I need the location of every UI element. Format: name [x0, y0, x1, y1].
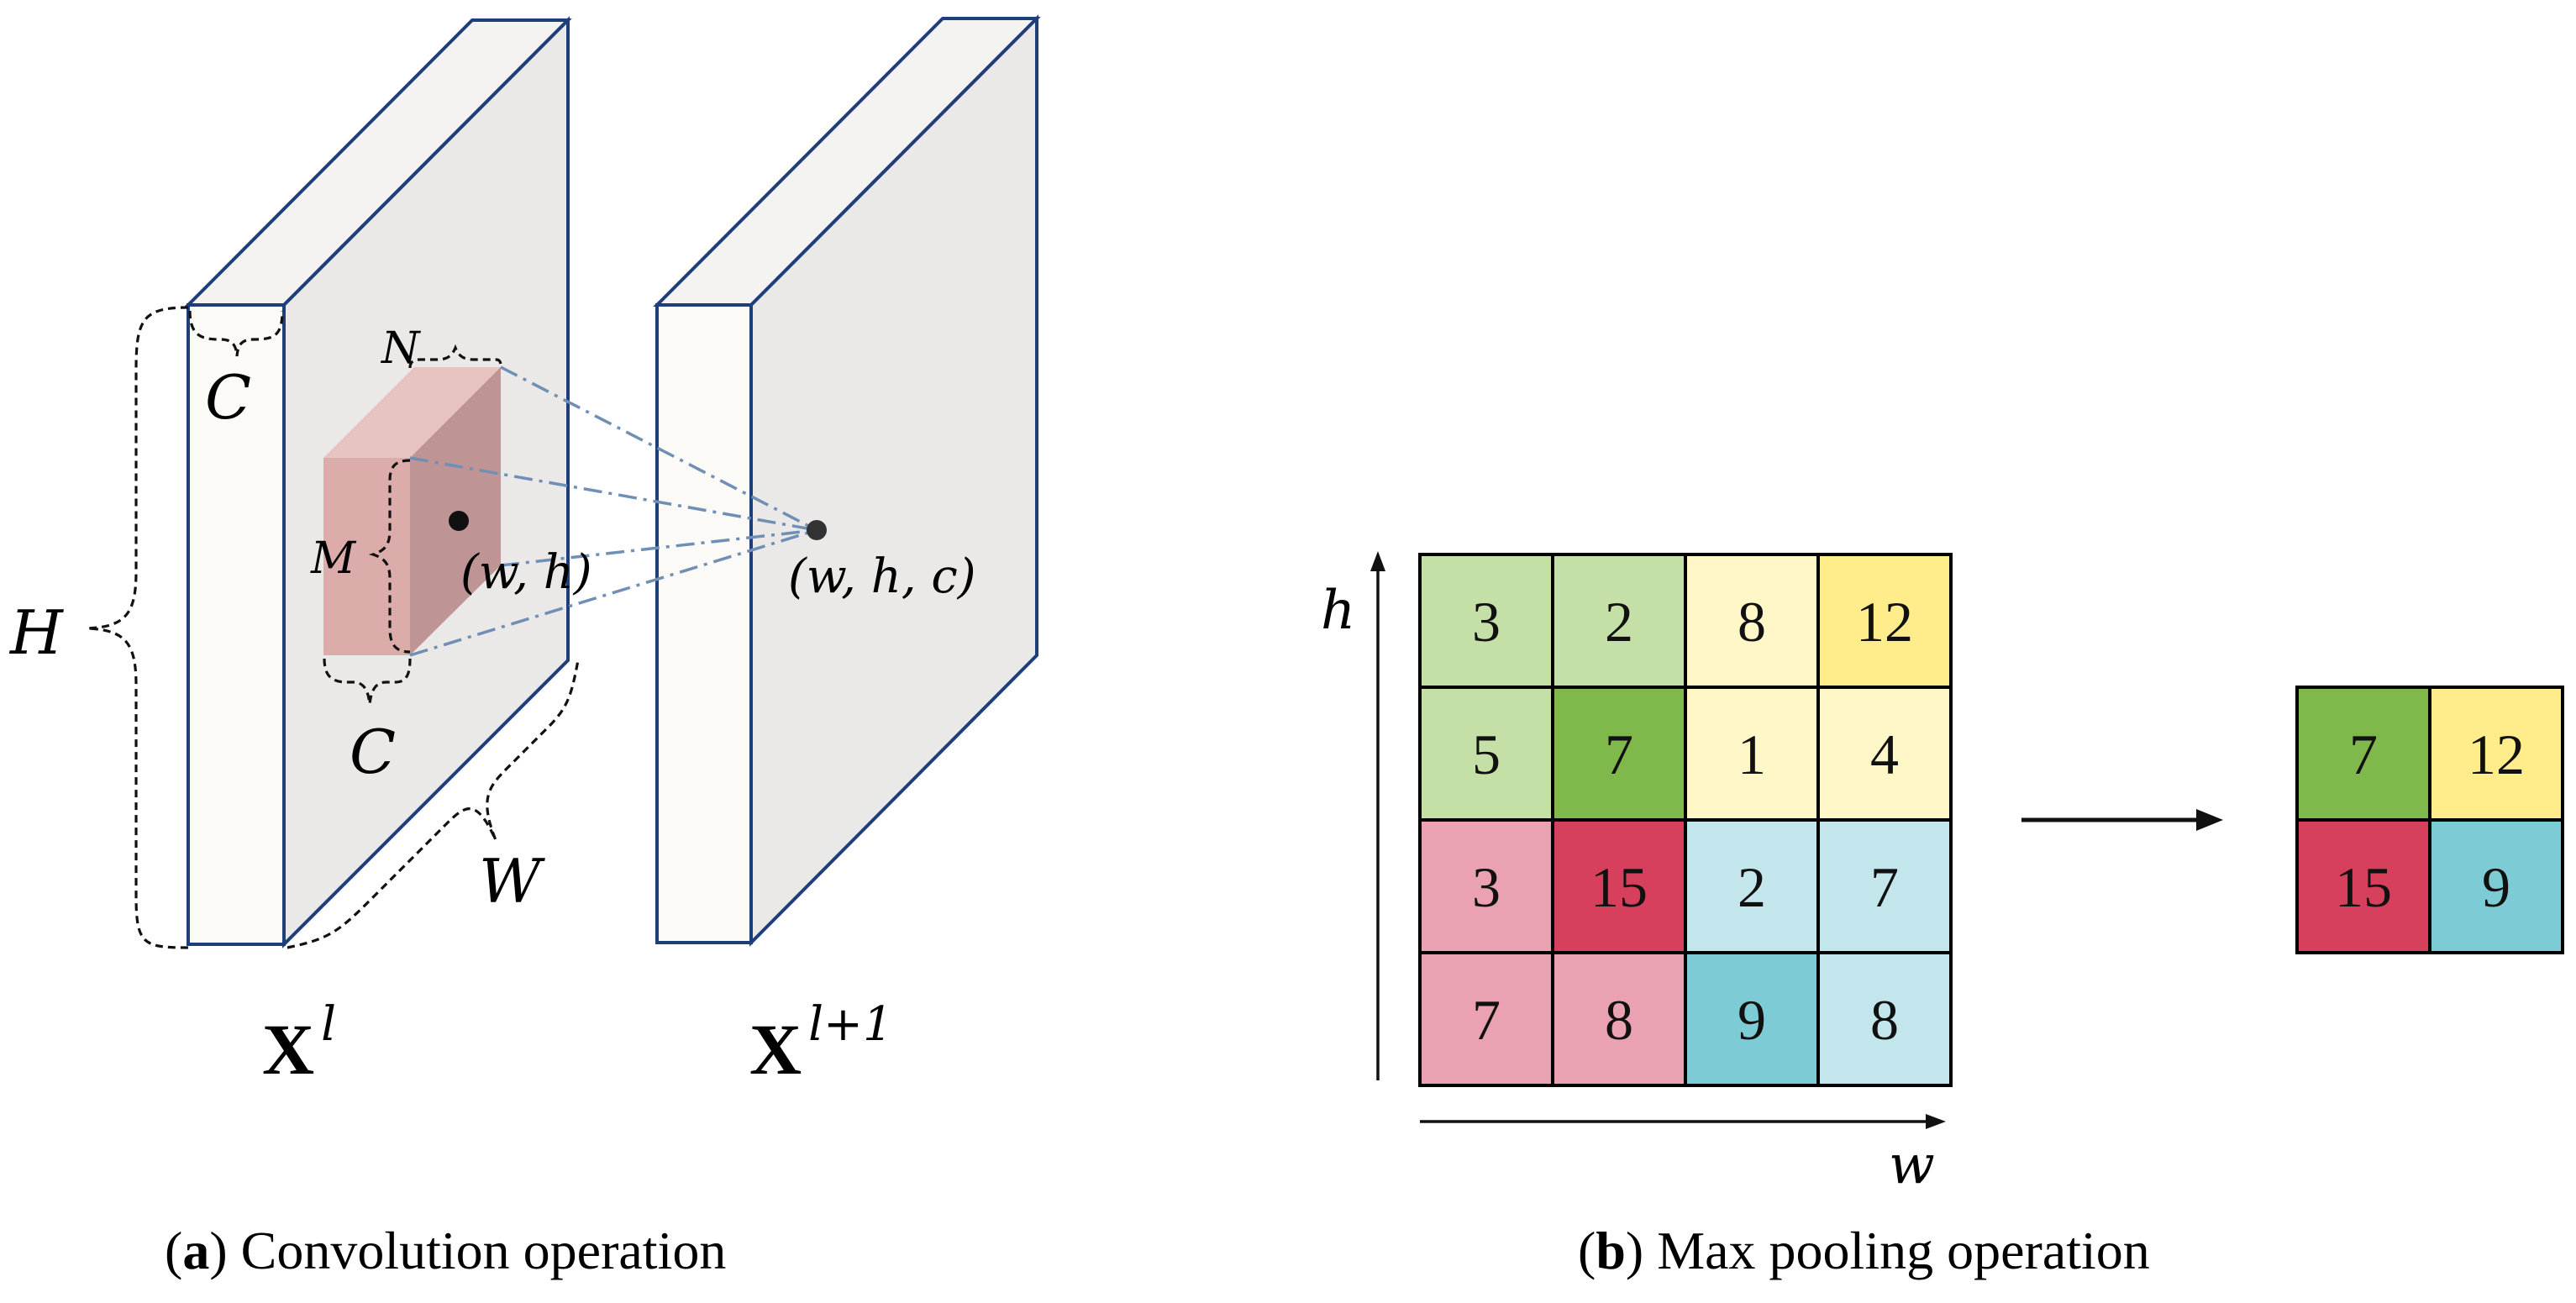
input-cell-r3c3: [1816, 951, 1953, 1087]
axis-w-label: w: [1889, 1134, 1935, 1196]
output-cell-r1c0: [2295, 818, 2431, 954]
input-value-r0c1: 2: [1605, 590, 1633, 654]
input-cell-r0c3: [1816, 553, 1953, 689]
input-cell-r3c1: [1551, 951, 1687, 1087]
brace-W: [287, 659, 580, 949]
label-point-in: (w, h): [460, 545, 592, 600]
input-value-r0c3: 12: [1856, 590, 1913, 654]
input-value-r1c1: 7: [1605, 722, 1633, 786]
input-cell-r1c1: [1551, 686, 1687, 822]
caption-a: (a) Convolution operation: [165, 1221, 726, 1280]
input-value-r1c0: 5: [1472, 722, 1501, 786]
caption-a-text: Convolution operation: [228, 1221, 727, 1280]
output-feature-map: [653, 14, 1041, 947]
kernel-side: [410, 367, 501, 655]
projection-line-1: [500, 365, 817, 532]
projection-lines: [409, 365, 817, 657]
input-slab-front: [187, 303, 286, 946]
input-cell-r3c2: [1684, 951, 1820, 1087]
input-cell-r3c0: [1418, 951, 1554, 1087]
caption-a-paren-open: (: [165, 1221, 182, 1280]
output-slab-front: [655, 303, 753, 944]
input-cell-r2c3: [1816, 818, 1953, 954]
layer-label-output-base: X: [749, 1009, 802, 1090]
input-cell-r1c0: [1418, 686, 1554, 822]
kernel-top: [323, 367, 501, 458]
label-H: H: [8, 597, 64, 668]
brace-M: [368, 459, 411, 654]
label-C-top: C: [205, 362, 251, 433]
input-value-r3c3: 8: [1870, 988, 1899, 1052]
input-grid: 3 2 8 12 5 7 1 4 3 15 2 7 7 8 9 8: [1418, 553, 1953, 1087]
input-value-r2c2: 2: [1737, 855, 1766, 919]
input-value-r0c0: 3: [1472, 590, 1501, 654]
axis-h-arrowhead: [1370, 551, 1385, 571]
output-point: [807, 520, 827, 540]
axis-w-arrowhead: [1926, 1114, 1946, 1129]
layer-label-input-base: X: [262, 1009, 314, 1090]
input-value-r1c2: 1: [1737, 722, 1766, 786]
layer-label-output-sup: l+1: [808, 997, 892, 1052]
input-cell-r0c2: [1684, 553, 1820, 689]
projection-line-2: [409, 456, 817, 532]
output-value-r1c1: 9: [2482, 855, 2510, 919]
dimension-braces: [87, 306, 580, 949]
input-value-r1c3: 4: [1870, 722, 1899, 786]
caption-b-paren-close: ): [1626, 1221, 1643, 1280]
kernel-cube: [323, 367, 501, 655]
axis-h-label: h: [1321, 580, 1355, 642]
input-value-r3c2: 9: [1737, 988, 1766, 1052]
caption-a-paren-close: ): [209, 1221, 227, 1280]
pooling-arrow-head: [2196, 809, 2223, 831]
caption-b-text: Max pooling operation: [1643, 1221, 2150, 1280]
label-W: W: [479, 846, 545, 917]
input-value-r2c0: 3: [1472, 855, 1501, 919]
caption-b: (b) Max pooling operation: [1578, 1221, 2150, 1280]
output-value-r1c0: 15: [2335, 855, 2392, 919]
caption-b-paren-open: (: [1578, 1221, 1596, 1280]
projection-line-3: [500, 528, 817, 567]
input-value-r0c2: 8: [1737, 590, 1766, 654]
brace-N: [408, 344, 502, 369]
pooling-axes: [1370, 551, 1946, 1129]
kernel-front: [323, 458, 410, 655]
input-value-r3c0: 7: [1472, 988, 1501, 1052]
label-M: M: [310, 533, 357, 584]
panel-b-max-pooling: h w 3 2 8: [1321, 551, 2564, 1280]
projection-line-4: [409, 528, 817, 657]
output-value-r0c0: 7: [2349, 722, 2378, 786]
input-value-r2c1: 15: [1590, 855, 1648, 919]
kernel-center-point: [449, 511, 469, 531]
caption-a-letter: a: [182, 1221, 209, 1280]
output-cell-r1c1: [2428, 818, 2564, 954]
pooling-arrow: [2021, 809, 2223, 831]
label-N: N: [380, 323, 421, 374]
input-cell-r1c3: [1816, 686, 1953, 822]
input-value-r3c1: 8: [1605, 988, 1633, 1052]
output-grid: 7 12 15 9: [2295, 686, 2564, 954]
brace-H: [87, 306, 189, 949]
layer-label-input-sup: l: [321, 997, 336, 1052]
input-value-r2c3: 7: [1870, 855, 1899, 919]
output-value-r0c1: 12: [2468, 722, 2525, 786]
label-point-out: (w, h, c): [788, 549, 976, 604]
brace-C-bottom: [323, 658, 412, 705]
brace-C-top: [188, 310, 284, 357]
caption-b-letter: b: [1596, 1221, 1626, 1280]
label-C-bottom: C: [350, 717, 396, 787]
